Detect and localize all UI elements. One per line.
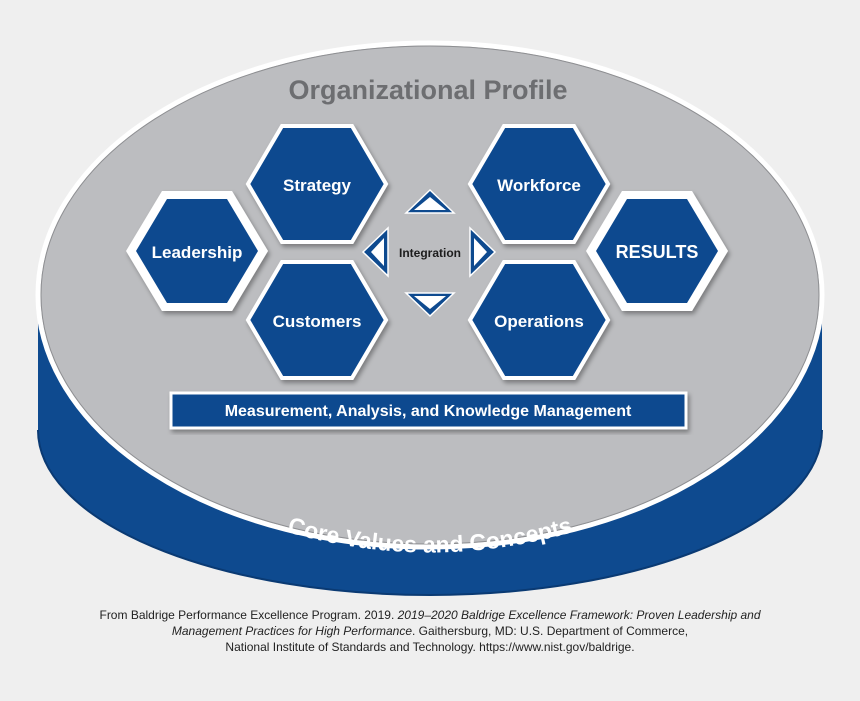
baldrige-framework-diagram: Organizational Profile Strategy Workforc… [35, 40, 825, 596]
results-label: RESULTS [616, 242, 699, 262]
caption-institution: National Institute of Standards and Tech… [225, 640, 635, 654]
leadership-label: Leadership [152, 243, 243, 262]
caption-line-1: From Baldrige Performance Excellence Pro… [0, 607, 860, 623]
caption-line-2: Management Practices for High Performanc… [0, 623, 860, 639]
workforce-label: Workforce [497, 176, 581, 195]
caption-title-italic: 2019–2020 Baldrige Excellence Framework:… [397, 608, 761, 622]
hexagon-results: RESULTS [586, 191, 728, 311]
source-caption: From Baldrige Performance Excellence Pro… [0, 607, 860, 655]
integration-arrows: Integration [361, 188, 497, 318]
measurement-bar: Measurement, Analysis, and Knowledge Man… [169, 391, 688, 430]
strategy-label: Strategy [283, 176, 352, 195]
integration-label: Integration [399, 246, 461, 260]
caption-publisher: . Gaithersburg, MD: U.S. Department of C… [412, 624, 689, 638]
customers-label: Customers [273, 312, 362, 331]
caption-line-3: National Institute of Standards and Tech… [0, 639, 860, 655]
measurement-label: Measurement, Analysis, and Knowledge Man… [225, 403, 632, 420]
hexagon-strategy: Strategy [245, 124, 389, 244]
caption-title-italic-2: Management Practices for High Performanc… [171, 624, 412, 638]
caption-text: From Baldrige Performance Excellence Pro… [99, 608, 398, 622]
hexagon-leadership: Leadership [126, 191, 268, 311]
organizational-profile-label: Organizational Profile [288, 75, 567, 105]
hexagon-customers: Customers [245, 260, 389, 380]
hexagon-operations: Operations [467, 260, 611, 380]
hexagon-workforce: Workforce [467, 124, 611, 244]
operations-label: Operations [494, 312, 584, 331]
